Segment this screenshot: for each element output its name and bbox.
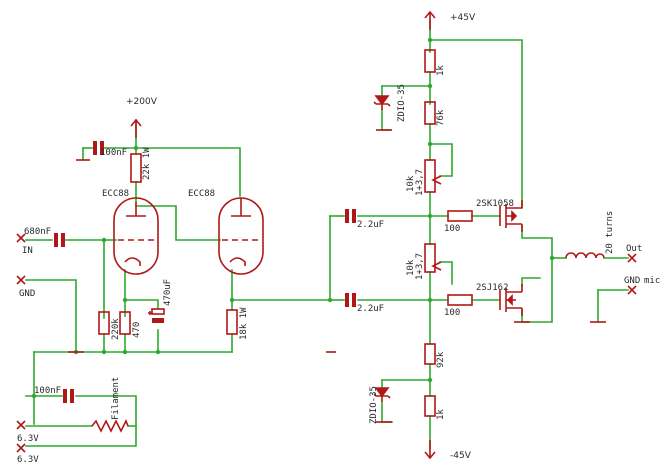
tube-v2-label: ECC88	[188, 189, 215, 199]
resistor-gate-bottom-label: 100	[444, 308, 460, 318]
rail-plus45-label: +45V	[450, 13, 476, 23]
zener-top-label: ZDIO-35	[397, 84, 407, 122]
resistor-plate-label: 22k 1W	[142, 147, 152, 180]
port-gnd-out-label: GND	[624, 276, 640, 286]
port-out-label: Out	[626, 244, 642, 254]
port-in-label: IN	[22, 246, 33, 256]
resistor-gate-top-label: 100	[444, 224, 460, 234]
pot-bottom-sub-label: 1+3,7	[415, 253, 425, 280]
port-out-icon[interactable]	[627, 253, 637, 263]
resistor-gate-bottom	[447, 294, 473, 306]
rail-plus200-arrow	[130, 118, 142, 138]
capacitor-top-label: 2.2uF	[357, 220, 384, 230]
zener-top	[373, 95, 391, 110]
potentiometer-top[interactable]	[424, 159, 442, 193]
resistor-76k	[424, 101, 436, 125]
mosfet-bottom-label: 2SJ162	[476, 283, 509, 293]
port-gnd-label: GND	[19, 289, 35, 299]
zener-bottom	[373, 387, 391, 402]
capacitor-filament-label: 100nF	[34, 386, 61, 396]
pot-top-sub-label: 1+3,7	[415, 169, 425, 196]
inductor-filament	[91, 419, 129, 433]
mosfet-top-label: 2SK1058	[476, 199, 514, 209]
port-fil1-label: 6.3V	[17, 434, 39, 444]
port-gnd-out-icon[interactable]	[627, 285, 637, 295]
resistor-76k-label: 76k	[436, 109, 446, 126]
capacitor-electrolytic-label: 470uF	[163, 279, 173, 306]
rail-minus45-arrow	[424, 440, 436, 460]
pot-bottom-label: 10k	[406, 259, 416, 276]
resistor-1k-bottom-label: 1k	[436, 409, 446, 420]
capacitor-bottom-coupling	[345, 293, 356, 307]
capacitor-electrolytic	[148, 308, 165, 323]
tube-v1	[113, 197, 159, 275]
capacitor-filament	[63, 389, 74, 403]
port-fil2-icon[interactable]	[16, 443, 26, 453]
capacitor-top-coupling	[345, 209, 356, 223]
rail-minus45-label: -45V	[450, 451, 472, 461]
port-fil2-label: 6.3V	[17, 455, 39, 465]
pot-top-label: 10k	[406, 175, 416, 192]
ground-symbols	[68, 129, 606, 423]
zener-bottom-label: ZDIO-35	[369, 386, 379, 424]
resistor-cathode-label: 470	[132, 322, 142, 338]
resistor-gate-top	[447, 210, 473, 222]
input-cap-label: 680nF	[24, 227, 51, 237]
junction-dots	[31, 37, 555, 399]
port-in-icon[interactable]	[16, 233, 26, 243]
port-gnd-icon[interactable]	[16, 275, 26, 285]
resistor-follower	[226, 309, 238, 335]
resistor-grid	[98, 311, 110, 335]
mic-label: mic	[644, 276, 660, 286]
resistor-follower-label: 18k 1W	[239, 307, 249, 340]
resistor-plate	[130, 153, 142, 183]
resistor-grid-label: 220k	[111, 318, 121, 340]
filament-label: Filament	[111, 377, 121, 420]
inductor-output	[565, 252, 605, 259]
capacitor-decouple-label: 100nF	[100, 148, 127, 158]
potentiometer-bottom[interactable]	[424, 243, 442, 273]
resistor-92k-label: 92k	[436, 351, 446, 368]
output-stage-wires	[329, 19, 629, 449]
tube-v1-label: ECC88	[102, 189, 129, 199]
capacitor-bottom-label: 2.2uF	[357, 304, 384, 314]
resistor-1k-top-label: 1k	[436, 65, 446, 76]
rail-plus45-arrow	[424, 10, 436, 30]
mosfet-bottom	[499, 284, 523, 316]
resistor-92k	[424, 343, 436, 365]
inductor-output-label: 20 turns	[605, 211, 615, 254]
rail-plus200-label: +200V	[126, 97, 158, 107]
resistor-1k-top	[424, 49, 436, 73]
mosfet-top	[499, 200, 523, 232]
resistor-cathode	[119, 311, 131, 335]
tube-v2	[218, 197, 264, 275]
resistor-1k-bottom	[424, 395, 436, 417]
capacitor-decouple	[93, 141, 104, 155]
port-fil1-icon[interactable]	[16, 420, 26, 430]
capacitor-input	[54, 233, 65, 247]
